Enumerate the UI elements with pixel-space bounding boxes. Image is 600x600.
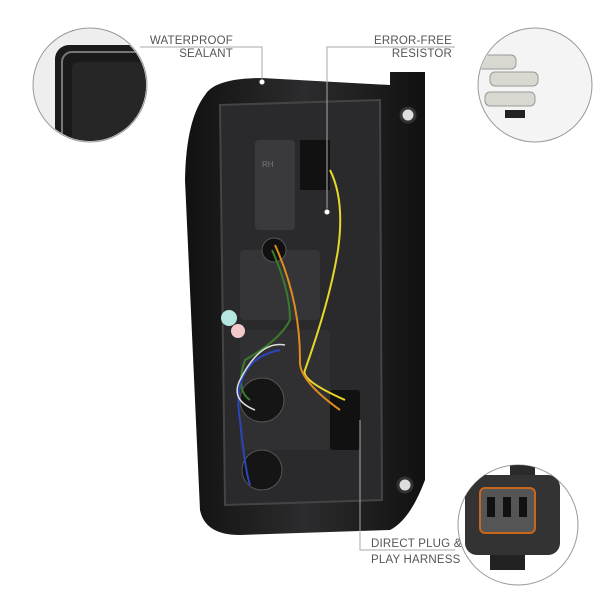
callout-direct-plug-harness: DIRECT PLUG & PLAY HARNESS xyxy=(371,538,471,567)
callout-line2: SEALANT xyxy=(179,48,233,60)
callout-line2: RESISTOR xyxy=(391,48,452,60)
callout-line1: DIRECT PLUG & xyxy=(371,538,462,550)
callout-line2: PLAY HARNESS xyxy=(371,554,461,566)
callout-line1: ERROR-FREE xyxy=(373,35,452,47)
callout-error-free-resistor: ERROR-FREE RESISTOR xyxy=(360,35,452,61)
callout-dot-resistor xyxy=(323,208,331,216)
callout-line1: WATERPROOF xyxy=(149,35,233,47)
callout-lines xyxy=(140,46,455,551)
resistor-detail-inset xyxy=(477,27,593,143)
tail-light-housing xyxy=(185,72,425,535)
harness-detail-inset xyxy=(457,464,579,586)
rh-marking: RH xyxy=(262,160,274,169)
callout-dot-sealant xyxy=(258,78,266,86)
callout-waterproof-sealant: WATERPROOF SEALANT xyxy=(140,35,233,61)
